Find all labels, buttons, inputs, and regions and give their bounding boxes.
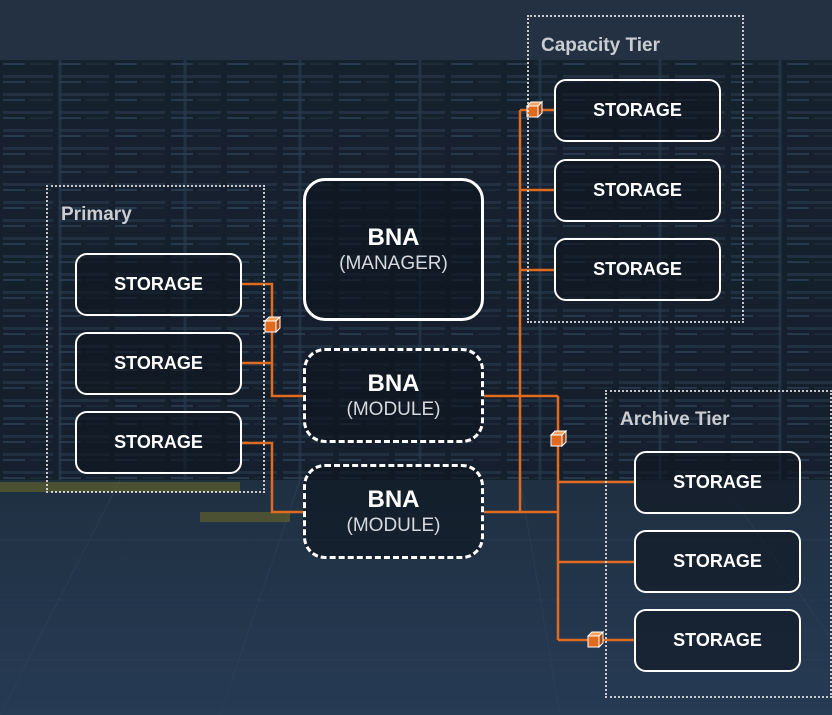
archive-tier-label: Archive Tier [620,409,730,430]
bna-manager-box[interactable]: BNA (MANAGER) [303,178,484,321]
primary-storage-1[interactable]: STORAGE [75,253,242,316]
bna-module-1-box[interactable]: BNA (MODULE) [303,348,484,443]
primary-storage-3[interactable]: STORAGE [75,411,242,474]
bna-manager-subtitle: (MANAGER) [339,252,448,274]
archive-tier-group [605,390,832,698]
capacity-storage-2[interactable]: STORAGE [554,159,721,222]
bna-module-1-title: BNA [367,369,420,397]
connector-primary-3 [242,441,305,514]
primary-storage-2[interactable]: STORAGE [75,332,242,395]
bna-module-2-box[interactable]: BNA (MODULE) [303,464,484,559]
archive-storage-1[interactable]: STORAGE [634,451,801,514]
primary-tier-label: Primary [61,204,132,225]
capacity-storage-3[interactable]: STORAGE [554,238,721,301]
connector-primary-1 [242,282,305,398]
archive-storage-3[interactable]: STORAGE [634,609,801,672]
archive-storage-2[interactable]: STORAGE [634,530,801,593]
capacity-tier-label: Capacity Tier [541,35,660,56]
bna-module-1-subtitle: (MODULE) [346,398,441,420]
bna-module-2-title: BNA [367,485,420,513]
primary-tier-group [46,185,265,493]
bna-manager-title: BNA [367,223,420,251]
data-package-icon [549,429,568,448]
capacity-tier-group [527,15,744,323]
data-package-icon [263,315,282,334]
capacity-storage-1[interactable]: STORAGE [554,79,721,142]
bna-module-2-subtitle: (MODULE) [346,514,441,536]
data-package-icon [586,630,605,649]
